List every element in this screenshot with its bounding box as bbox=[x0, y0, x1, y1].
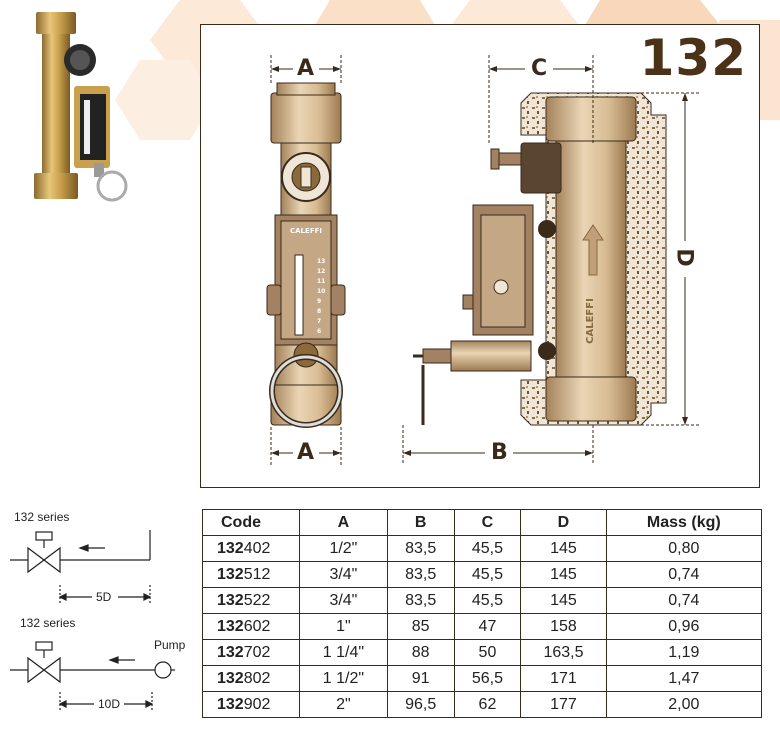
cell-d: 145 bbox=[520, 535, 607, 562]
code-prefix: 132 bbox=[217, 643, 244, 661]
scale-mark: 12 bbox=[317, 268, 325, 275]
cell-d: 158 bbox=[520, 613, 607, 640]
cell-c: 45,5 bbox=[453, 587, 522, 614]
dimension-c: C bbox=[531, 56, 548, 81]
code-prefix: 132 bbox=[217, 617, 244, 635]
header-a: A bbox=[299, 509, 388, 536]
cell-d: 145 bbox=[520, 561, 607, 588]
cell-b: 83,5 bbox=[386, 587, 455, 614]
code-suffix: 902 bbox=[243, 695, 271, 713]
cell-b: 85 bbox=[386, 613, 455, 640]
cell-code: 132902 bbox=[202, 691, 300, 718]
cell-b: 91 bbox=[386, 665, 455, 692]
code-suffix: 702 bbox=[243, 643, 271, 661]
dimension-d: D bbox=[671, 248, 697, 267]
installation-schematics: 132 series 5D 132 series Pump 10D bbox=[0, 500, 200, 740]
cell-b: 96,5 bbox=[386, 691, 455, 718]
model-number: 132 bbox=[639, 29, 747, 87]
cell-mass: 2,00 bbox=[605, 691, 763, 718]
schematic-1-series-label: 132 series bbox=[14, 510, 70, 524]
code-prefix: 132 bbox=[217, 591, 244, 609]
scale-mark: 10 bbox=[317, 288, 325, 295]
header-code: Code bbox=[202, 509, 300, 536]
cell-a: 1/2" bbox=[299, 535, 388, 562]
scale-mark: 9 bbox=[317, 298, 321, 305]
scale-mark: 11 bbox=[317, 278, 325, 285]
cell-d: 171 bbox=[520, 665, 607, 692]
technical-drawing: CALEFFI 13 12 11 10 9 8 7 6 bbox=[200, 24, 760, 488]
cell-d: 145 bbox=[520, 587, 607, 614]
cell-code: 132802 bbox=[202, 665, 300, 692]
code-prefix: 132 bbox=[217, 565, 244, 583]
cell-mass: 1,19 bbox=[605, 639, 763, 666]
cell-a: 1 1/4" bbox=[299, 639, 388, 666]
code-suffix: 522 bbox=[243, 591, 271, 609]
cell-mass: 0,74 bbox=[605, 587, 763, 614]
header-mass: Mass (kg) bbox=[605, 509, 763, 536]
cell-c: 45,5 bbox=[453, 535, 522, 562]
cell-code: 132702 bbox=[202, 639, 300, 666]
scale-mark: 6 bbox=[317, 328, 321, 335]
cell-c: 50 bbox=[453, 639, 522, 666]
schematic-2-pump-label: Pump bbox=[154, 638, 186, 652]
scale-mark: 8 bbox=[317, 308, 321, 315]
brand-mark-side: CALEFFI bbox=[585, 298, 596, 344]
cell-mass: 0,80 bbox=[605, 535, 763, 562]
cell-b: 83,5 bbox=[386, 535, 455, 562]
table-header-row: Code A B C D Mass (kg) bbox=[202, 509, 763, 536]
cell-d: 163,5 bbox=[520, 639, 607, 666]
code-prefix: 132 bbox=[217, 539, 244, 557]
cell-a: 3/4" bbox=[299, 561, 388, 588]
cell-mass: 0,96 bbox=[605, 613, 763, 640]
cell-a: 1 1/2" bbox=[299, 665, 388, 692]
code-prefix: 132 bbox=[217, 669, 244, 687]
cell-a: 2" bbox=[299, 691, 388, 718]
cell-mass: 0,74 bbox=[605, 561, 763, 588]
code-suffix: 602 bbox=[243, 617, 271, 635]
brand-mark-front: CALEFFI bbox=[290, 227, 322, 235]
cell-code: 132512 bbox=[202, 561, 300, 588]
cell-code: 132602 bbox=[202, 613, 300, 640]
scale-mark: 13 bbox=[317, 258, 325, 265]
cell-d: 177 bbox=[520, 691, 607, 718]
cell-code: 132402 bbox=[202, 535, 300, 562]
schematic-2-distance-label: 10D bbox=[98, 697, 121, 711]
code-suffix: 512 bbox=[243, 565, 271, 583]
schematic-drawing bbox=[10, 530, 175, 712]
product-photo bbox=[34, 12, 128, 202]
scale-mark: 7 bbox=[317, 318, 321, 325]
header-b: B bbox=[386, 509, 455, 536]
dimension-drawing: CALEFFI 13 12 11 10 9 8 7 6 bbox=[266, 55, 701, 465]
schematic-1-distance-label: 5D bbox=[96, 590, 112, 604]
cell-c: 47 bbox=[453, 613, 522, 640]
cell-a: 1" bbox=[299, 613, 388, 640]
front-view: CALEFFI 13 12 11 10 9 8 7 6 bbox=[266, 55, 346, 465]
header-c: C bbox=[453, 509, 522, 536]
cell-b: 88 bbox=[386, 639, 455, 666]
cell-b: 83,5 bbox=[386, 561, 455, 588]
side-view: CALEFFI bbox=[402, 55, 701, 465]
dimension-a-bottom: A bbox=[297, 440, 315, 465]
dimension-a-top: A bbox=[297, 56, 315, 81]
code-suffix: 802 bbox=[243, 669, 271, 687]
dimension-b: B bbox=[491, 440, 508, 465]
code-suffix: 402 bbox=[243, 539, 271, 557]
cell-mass: 1,47 bbox=[605, 665, 763, 692]
cell-c: 56,5 bbox=[453, 665, 522, 692]
cell-a: 3/4" bbox=[299, 587, 388, 614]
schematic-2-series-label: 132 series bbox=[20, 616, 76, 630]
header-d: D bbox=[520, 509, 607, 536]
cell-c: 45,5 bbox=[453, 561, 522, 588]
cell-code: 132522 bbox=[202, 587, 300, 614]
code-prefix: 132 bbox=[217, 695, 244, 713]
cell-c: 62 bbox=[453, 691, 522, 718]
